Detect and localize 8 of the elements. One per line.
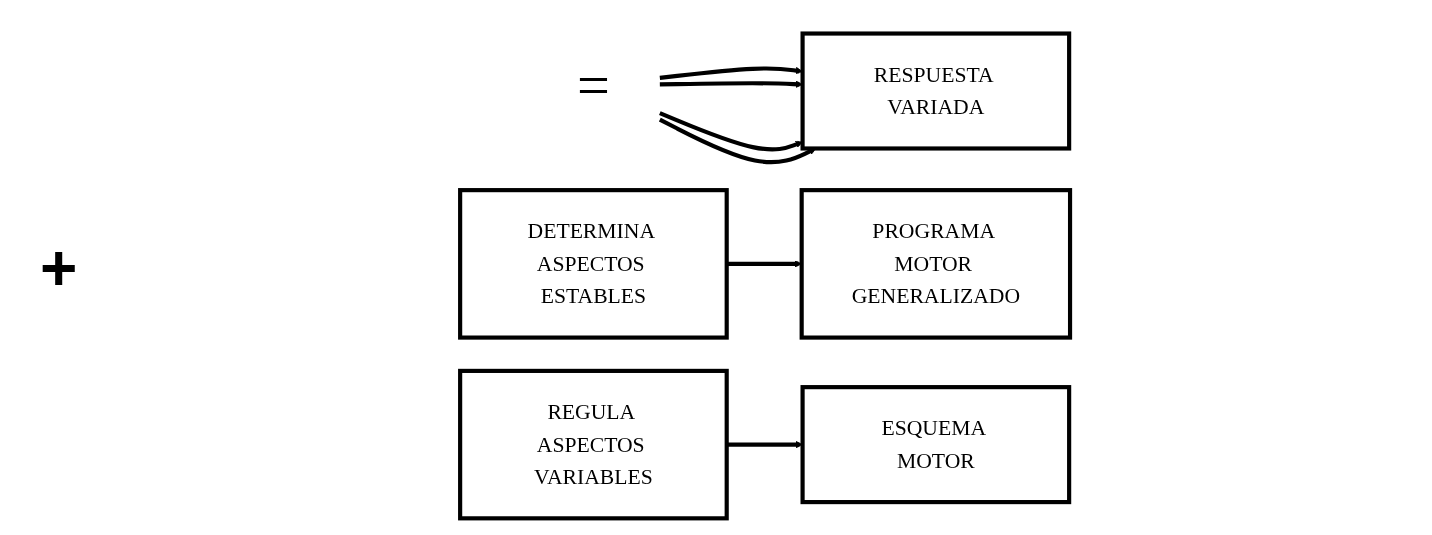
arrow [658,117,816,165]
node-box: REGULA ASPECTOS VARIABLES [457,368,729,521]
node-box: PROGRAMA MOTOR GENERALIZADO [799,188,1072,340]
node-box: ESQUEMA MOTOR [800,385,1071,505]
plus-sign: + [40,231,78,304]
node-box: DETERMINA ASPECTOS ESTABLES [457,188,729,340]
node-text: = [576,53,610,118]
node-box: RESPUESTA VARIADA [800,31,1071,151]
